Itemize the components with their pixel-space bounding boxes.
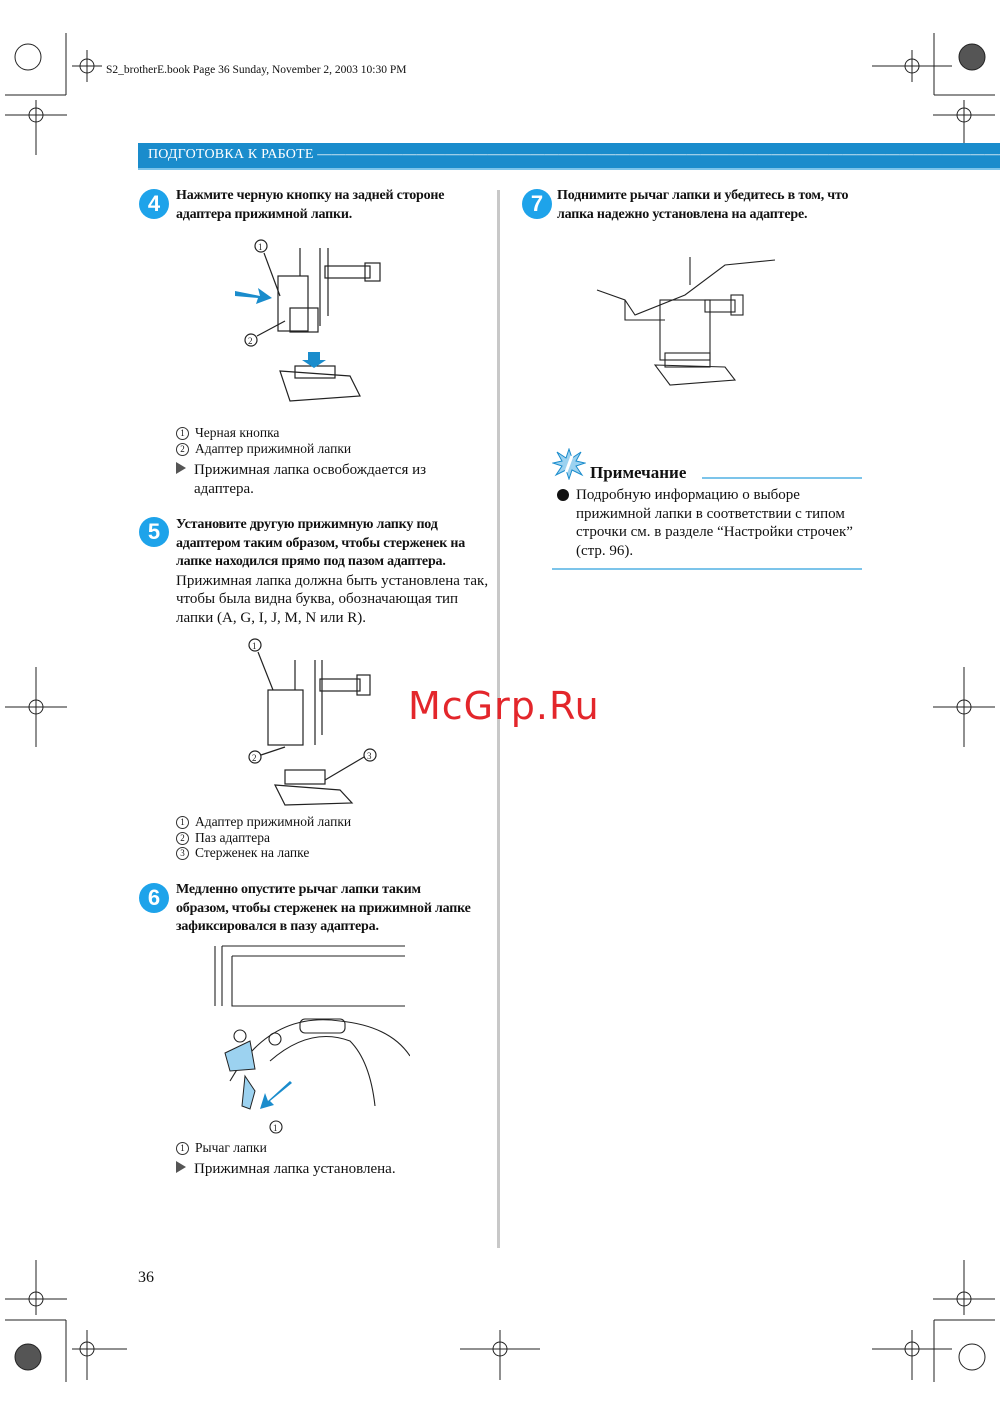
caption-number: 2 [176,442,189,456]
step-5-captions: 1 Адаптер прижимной лапки 2 Паз адаптера 3… [176,814,494,861]
step-7-title: Поднимите рычаг лапки и убедитесь в том,… [557,188,849,222]
caption-text: Адаптер прижимной лапки [195,440,352,456]
caption-number: 1 [176,816,189,829]
caption-number: 1 [176,427,189,440]
step-4-badge: 4 [139,189,169,219]
watermark: McGrp.Ru [408,684,600,728]
presser-foot-attach-illustration: 1 2 3 [248,638,377,806]
note-burst-icon [552,448,586,480]
step-4-title: Нажмите черную кнопку на задней стороне … [176,188,445,222]
svg-text:3: 3 [367,751,372,761]
caption-text: Стерженек на лапке [195,845,310,860]
svg-text:2: 2 [248,336,253,346]
caption-number: 1 [176,1141,189,1155]
caption-number: 3 [176,847,189,860]
step-6-result: Прижимная лапка установлена. [176,1160,476,1179]
step-4-result: Прижимная лапка освобождается из адаптер… [176,461,474,498]
caption-text: Черная кнопка [195,425,280,440]
result-text: Прижимная лапка освобождается из адаптер… [194,462,427,497]
svg-text:1: 1 [252,641,257,651]
section-dashes: ————————————————————————————————————————… [317,147,1000,162]
result-arrow-icon [176,1161,186,1173]
step-6-badge: 6 [139,883,169,913]
step-6-title: Медленно опустите рычаг лапки таким обра… [176,882,471,934]
step-5-title: Установите другую прижимную лапку под ад… [176,517,466,569]
bullet-icon [557,489,569,501]
note-title: Примечание [590,463,687,482]
presser-foot-release-illustration: 1 2 [235,239,381,402]
note-rule-top [702,477,862,479]
step-5-group: Установите другую прижимную лапку под ад… [176,516,494,861]
caption-text: Рычаг лапки [195,1139,267,1155]
section-title: ПОДГОТОВКА К РАБОТЕ [148,147,314,162]
caption-text: Паз адаптера [195,829,270,845]
step-6-captions: 1 Рычаг лапки [176,1140,476,1156]
step-5-body: Прижимная лапка должна быть установлена … [176,572,489,626]
caption-text: Адаптер прижимной лапки [195,814,352,829]
result-text: Прижимная лапка установлена. [194,1161,396,1177]
result-arrow-icon [176,462,186,474]
page-number: 36 [138,1269,154,1286]
caption-number: 2 [176,831,189,845]
section-header-bar: ПОДГОТОВКА К РАБОТЕ ————————————————————… [138,143,1000,170]
svg-text:1: 1 [258,242,263,252]
svg-text:2: 2 [252,753,257,763]
file-header: S2_brotherE.book Page 36 Sunday, Novembe… [106,64,407,76]
step-5-badge: 5 [139,517,169,547]
svg-text:1: 1 [273,1123,278,1133]
step-4-captions: 1 Черная кнопка 2 Адаптер прижимной лапки [176,425,476,456]
presser-foot-lever-illustration: 1 [214,944,410,1134]
step-6-group: Медленно опустите рычаг лапки таким обра… [176,881,476,1179]
note-text: Подробную информацию о выборе прижимной … [576,487,853,559]
presser-foot-installed-illustration [596,257,776,386]
step-7-badge: 7 [522,189,552,219]
note-rule-bottom [552,568,862,570]
column-divider [497,190,500,1248]
